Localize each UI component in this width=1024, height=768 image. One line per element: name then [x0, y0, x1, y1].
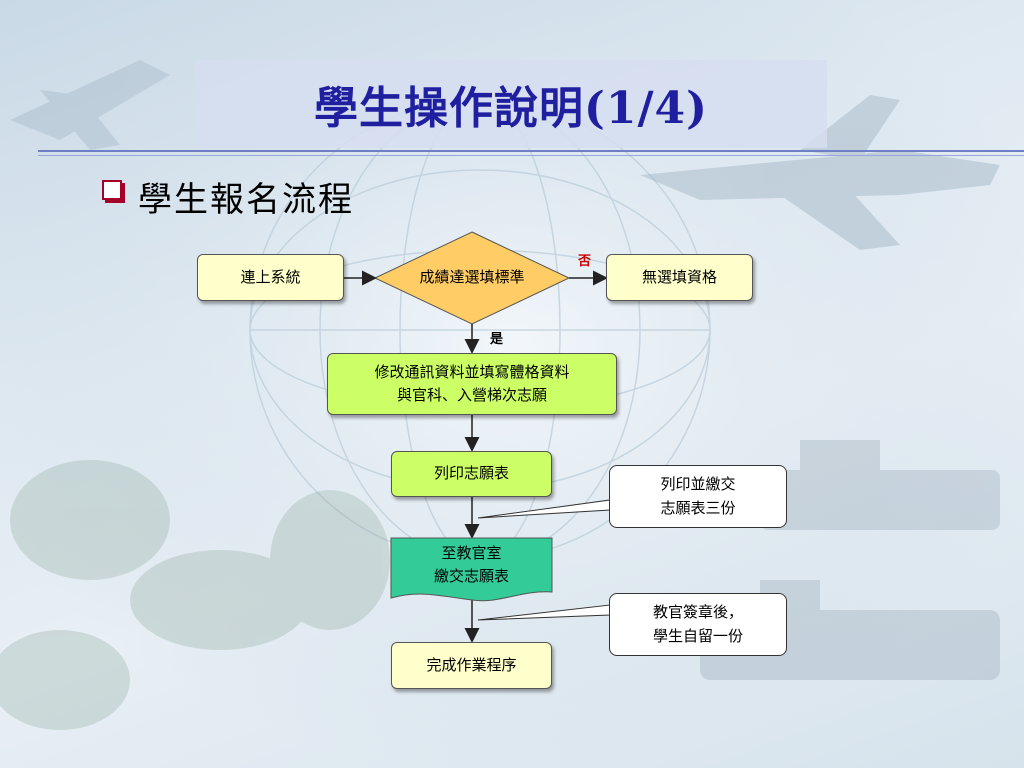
- title-rule: [38, 150, 1024, 152]
- end-node-label: 完成作業程序: [426, 655, 517, 674]
- note1-line1: 列印並繳交: [660, 475, 736, 494]
- note2-line2: 學生自留一份: [652, 626, 743, 645]
- section-subtitle: 學生報名流程: [138, 180, 354, 220]
- callout-pointer-1: [477, 499, 611, 519]
- checkbox-bullet-icon: [102, 180, 122, 200]
- step1-node: 修改通訊資料並填寫體格資料 與官科、入營梯次志願: [327, 353, 617, 415]
- title-rule-thin: [38, 155, 1024, 156]
- no-result-label: 無選填資格: [641, 267, 717, 286]
- decision-label-wrap: 成績達選填標準: [385, 262, 559, 294]
- end-node: 完成作業程序: [391, 642, 552, 689]
- step1-line2: 與官科、入營梯次志願: [396, 386, 547, 404]
- step2-node: 列印志願表: [391, 451, 552, 497]
- document-shape: [390, 537, 553, 602]
- title-band: [195, 60, 827, 148]
- start-node-label: 連上系統: [240, 267, 301, 286]
- step3-line2: 繳交志願表: [433, 567, 509, 585]
- start-node: 連上系統: [197, 254, 344, 301]
- no-branch-label: 否: [578, 254, 592, 269]
- note2-line1: 教官簽章後，: [652, 603, 743, 622]
- step2-label: 列印志願表: [433, 464, 509, 483]
- step3-node: 至教官室 繳交志願表: [391, 538, 552, 592]
- callout-pointer-2: [477, 604, 611, 621]
- yes-branch-label: 是: [490, 332, 504, 347]
- decision-label: 成績達選填標準: [419, 268, 525, 287]
- step1-line1: 修改通訊資料並填寫體格資料: [374, 362, 570, 381]
- note1-line2: 志願表三份: [660, 498, 736, 517]
- slide-title: 學生操作說明(1/4): [314, 83, 708, 134]
- note-callout-1: 列印並繳交 志願表三份: [609, 465, 787, 528]
- step3-line1: 至教官室: [441, 543, 502, 562]
- note-callout-2: 教官簽章後， 學生自留一份: [609, 593, 787, 656]
- no-result-node: 無選填資格: [606, 254, 753, 301]
